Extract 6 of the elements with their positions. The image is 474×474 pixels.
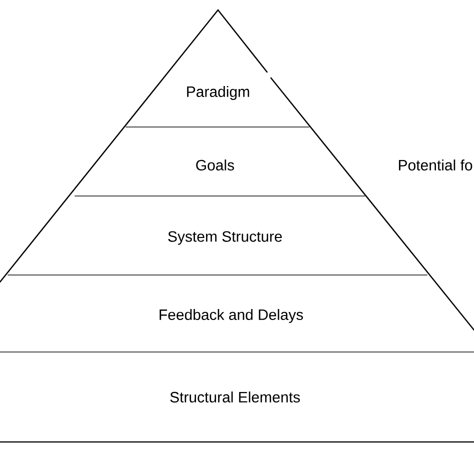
layer-label: System Structure: [168, 231, 282, 245]
layer-label: Goals: [196, 160, 234, 170]
side-label: Potential fo: [398, 160, 472, 170]
layer-label: Feedback and Delays: [160, 309, 303, 323]
layer-label: Structural Elements: [170, 392, 300, 402]
layer-label: Paradigm: [187, 86, 250, 100]
